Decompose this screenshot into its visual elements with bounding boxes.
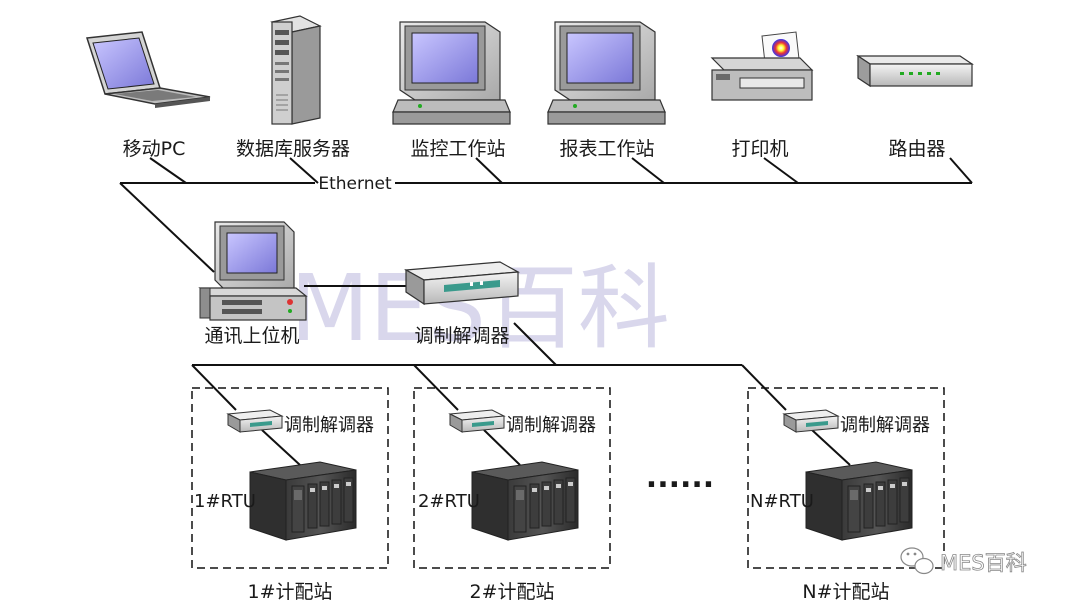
station-modem-label: 调制解调器 xyxy=(840,415,930,436)
rtu-icon xyxy=(471,461,579,541)
watermark-corner: MES百科 xyxy=(940,551,1027,575)
rtu-label: 2#RTU xyxy=(418,491,480,512)
station-1: 调制解调器 1#RTU 1#计配站 xyxy=(191,387,389,603)
desktop-pc-icon xyxy=(198,221,308,321)
station-modem-label: 调制解调器 xyxy=(284,415,374,436)
workstation-icon-report xyxy=(547,21,666,125)
station-2: 调制解调器 2#RTU 2#计配站 xyxy=(413,387,611,603)
rtu-icon xyxy=(249,461,357,541)
device-label-router: 路由器 xyxy=(888,138,945,160)
modem-icon xyxy=(782,409,840,433)
ellipsis: ...... xyxy=(646,460,714,495)
station-boundary xyxy=(747,387,945,569)
server-tower-icon xyxy=(270,15,322,125)
wechat-logo-icon xyxy=(900,547,934,575)
device-label-mobile-pc: 移动PC xyxy=(123,138,186,160)
station-n: 调制解调器 N#RTU N#计配站 xyxy=(747,387,945,603)
top-device-labels: 移动PC 数据库服务器 监控工作站 报表工作站 打印机 路由器 xyxy=(123,138,946,160)
workstation-icon-monitoring xyxy=(392,21,511,125)
device-label-report-station: 报表工作站 xyxy=(559,138,654,160)
modem-icon xyxy=(448,409,506,433)
station-label: 2#计配站 xyxy=(469,581,554,603)
router-icon xyxy=(856,54,974,88)
station-label: N#计配站 xyxy=(802,581,889,603)
host-label: 通讯上位机 xyxy=(204,325,299,347)
ethernet-label: Ethernet xyxy=(318,174,392,194)
modem-icon-main xyxy=(403,261,521,306)
device-label-db-server: 数据库服务器 xyxy=(236,138,350,160)
laptop-icon xyxy=(86,31,211,108)
rtu-icon xyxy=(805,461,913,541)
station-label: 1#计配站 xyxy=(247,581,332,603)
device-label-monitor-station: 监控工作站 xyxy=(410,138,505,160)
main-modem-label: 调制解调器 xyxy=(414,325,509,347)
device-label-printer: 打印机 xyxy=(731,138,788,160)
rtu-label: N#RTU xyxy=(750,491,814,512)
station-modem-label: 调制解调器 xyxy=(506,415,596,436)
modem-icon xyxy=(226,409,284,433)
station-boundary xyxy=(413,387,611,569)
printer-icon xyxy=(710,31,814,101)
station-boundary xyxy=(191,387,389,569)
rtu-label: 1#RTU xyxy=(194,491,256,512)
